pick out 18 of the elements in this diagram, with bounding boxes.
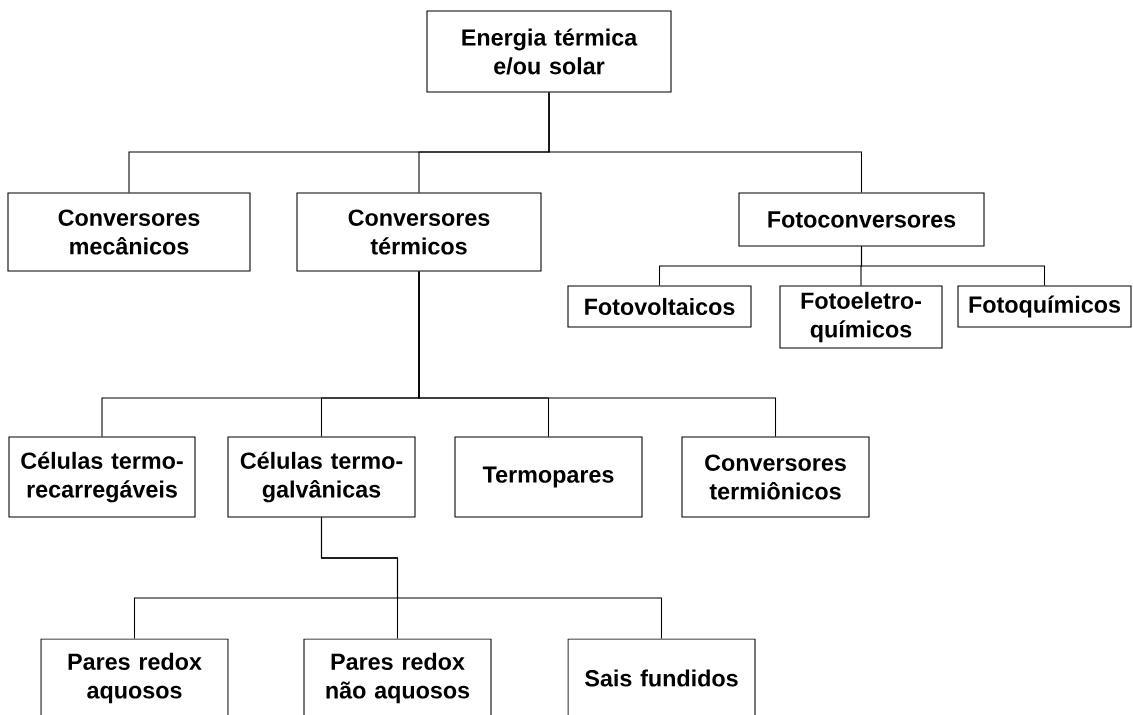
process-box: Células termo-recarregáveis — [8, 436, 196, 518]
process-box: Energia térmica e/ou solar — [426, 10, 672, 93]
connector-line — [320, 517, 663, 639]
process-box: Conversores térmicos — [296, 192, 542, 272]
process-box: Fotovoltaicos — [567, 285, 752, 328]
process-box: Termopares — [454, 436, 643, 518]
connector-line — [860, 246, 1046, 286]
process-box: Células termo-galvânicas — [227, 436, 416, 518]
process-box: Fotoconversores — [738, 192, 985, 247]
process-box: Sais fundidos — [567, 638, 756, 715]
process-box: Pares redox não aquosos — [303, 638, 492, 715]
process-box: Conversores termiônicos — [681, 436, 870, 518]
process-box: Pares redox aquosos — [40, 638, 229, 715]
connector-line — [418, 271, 777, 437]
process-box: Fotoeletro-químicos — [779, 285, 943, 349]
connector-line — [548, 92, 863, 193]
process-box: Conversores mecânicos — [7, 192, 251, 272]
process-box: Fotoquímicos — [957, 285, 1132, 328]
